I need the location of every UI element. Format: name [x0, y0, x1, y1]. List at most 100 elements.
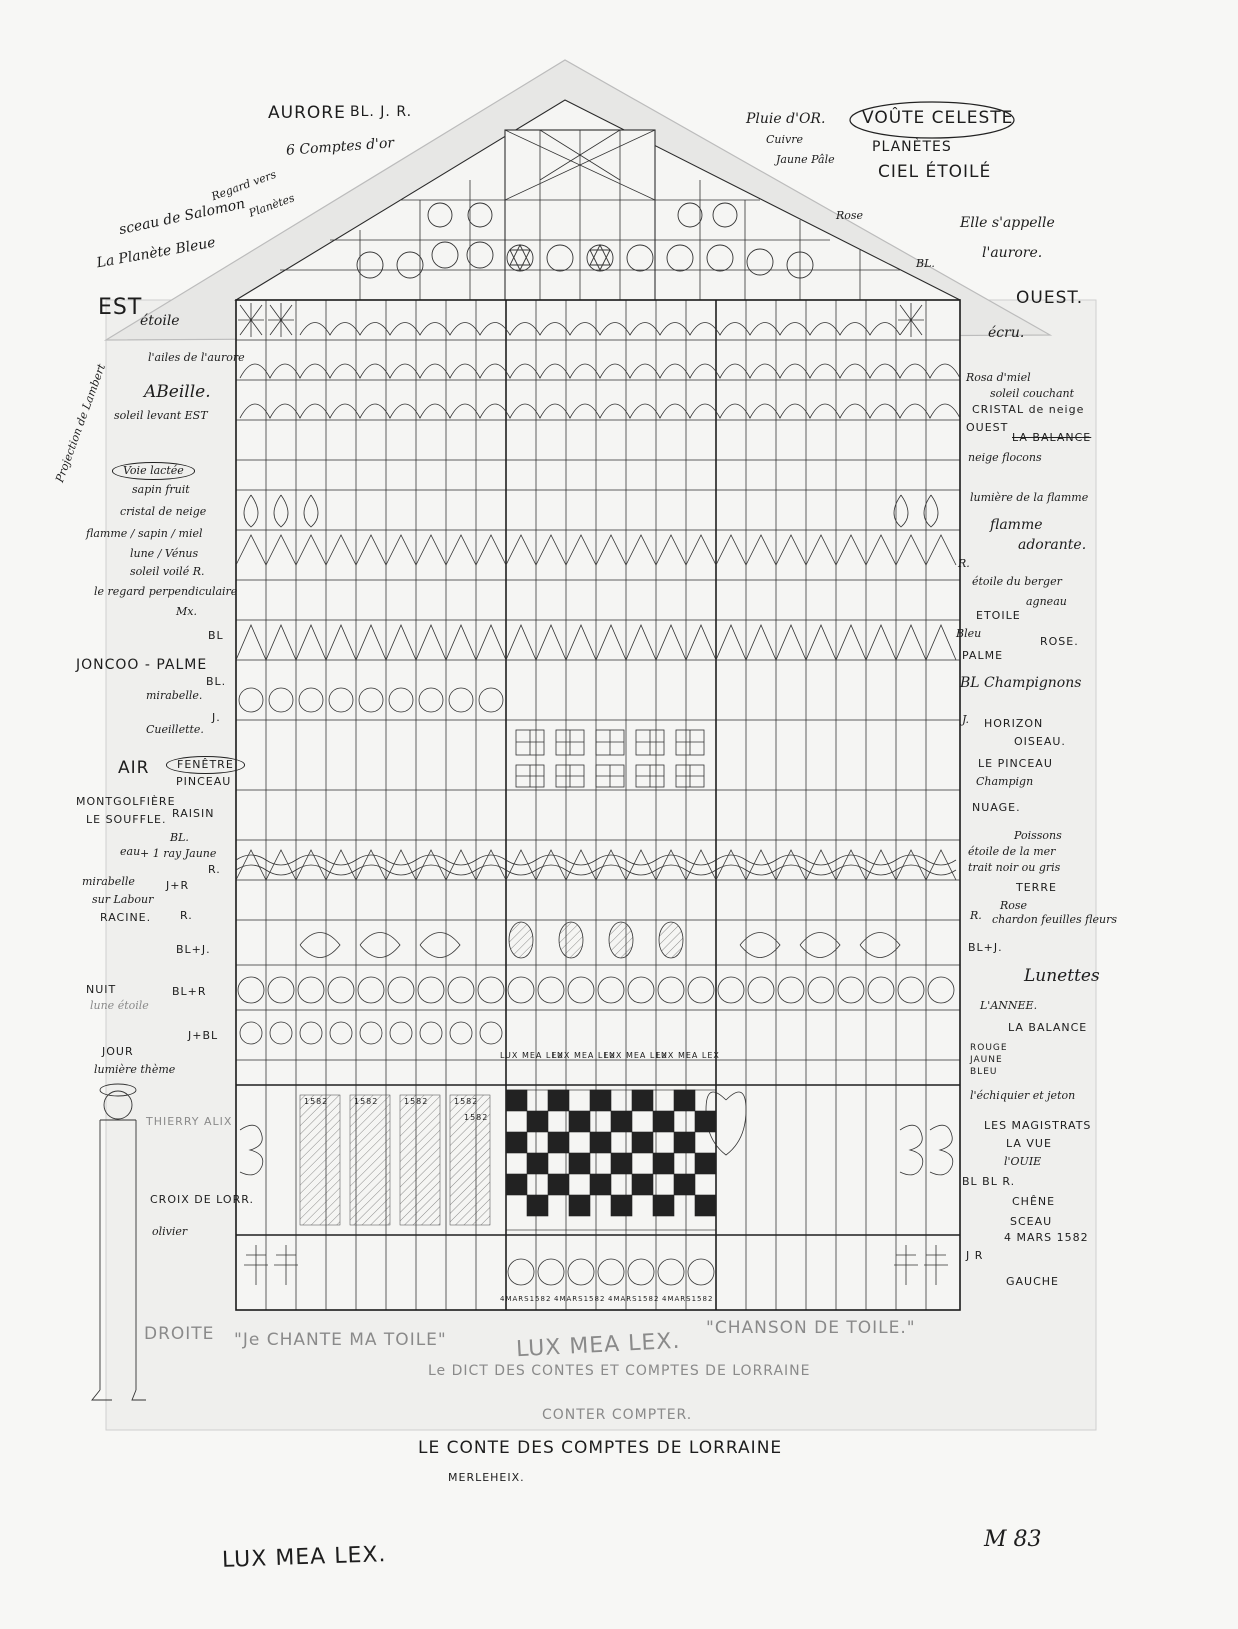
date-label-3: 4MARS1582 — [608, 1295, 660, 1303]
motifs — [235, 303, 961, 1286]
number-label-3: 1582 — [404, 1097, 429, 1106]
left-note-6: cristal de neige — [120, 505, 207, 518]
left-note-38: olivier — [152, 1225, 188, 1238]
label-est: EST — [98, 295, 143, 320]
roof-grid — [280, 129, 900, 300]
right-note-3: OUEST — [966, 421, 1009, 434]
right-note-30: BL+J. — [968, 941, 1003, 954]
caption-merleheix: MERLEHEIX. — [448, 1471, 525, 1484]
right-note-22: NUAGE. — [972, 801, 1021, 814]
left-note-36: THIERRY ALIX — [146, 1115, 233, 1128]
right-note-26: TERRE — [1016, 881, 1057, 894]
left-note-10: le regard perpendiculaire — [94, 585, 238, 598]
right-note-28: chardon feuilles fleurs — [992, 913, 1118, 926]
right-note-4: LA BALANCE — [1012, 431, 1092, 444]
left-note-17: PINCEAU — [176, 775, 232, 788]
right-note-13: Bleu — [956, 627, 982, 640]
number-label-5: 1582 — [464, 1113, 489, 1122]
lux-label-2: LUX MEA LEX — [552, 1051, 616, 1060]
right-note-45: J R — [966, 1249, 984, 1262]
right-note-23: Poissons — [1014, 829, 1062, 842]
caption-je-chante: "Je CHANTE MA TOILE" — [234, 1330, 447, 1350]
left-note-3: Voie lactée — [112, 462, 195, 480]
left-note-14: Cueillette. — [146, 723, 204, 736]
right-note-10: étoile du berger — [972, 575, 1062, 588]
right-note-27: Rose — [1000, 899, 1028, 912]
left-note-24: mirabelle — [82, 875, 135, 888]
number-label-4: 1582 — [454, 1097, 479, 1106]
left-note-9: soleil voilé R. — [130, 565, 205, 578]
date-label-2: 4MARS1582 — [554, 1295, 606, 1303]
left-note-1: ABeille. — [144, 382, 211, 402]
caption-conter: CONTER COMPTER. — [542, 1407, 693, 1423]
left-note-15: AIR — [118, 758, 150, 778]
text-panels — [299, 1094, 491, 1226]
right-note-42: CHÊNE — [1012, 1195, 1056, 1208]
left-note-35: J+BL — [188, 1029, 219, 1042]
left-note-22: BL. — [170, 831, 189, 844]
left-note-26: RACINE. — [100, 911, 152, 924]
right-note-37: l'échiquier et jeton — [970, 1089, 1076, 1102]
right-note-33: LA BALANCE — [1008, 1021, 1088, 1034]
left-note-25: sur Labour — [92, 893, 154, 906]
right-note-20: LE PINCEAU — [978, 757, 1053, 770]
right-note-0: Rosa d'miel — [966, 371, 1031, 384]
label-aurore: AURORE — [268, 103, 346, 123]
right-note-32: L'ANNEE. — [980, 999, 1038, 1012]
left-note-31: lune étoile — [90, 999, 149, 1012]
label-rose-top: Rose — [836, 209, 864, 222]
label-ouest-top: OUEST. — [1016, 288, 1084, 308]
voute-ellipse — [849, 101, 1015, 139]
left-note-37: CROIX DE LORR. — [150, 1193, 254, 1206]
right-note-36: BLEU — [970, 1067, 998, 1077]
left-note-0: l'ailes de l'aurore — [148, 351, 245, 364]
roof-circles — [356, 202, 814, 279]
right-note-25: trait noir ou gris — [968, 861, 1061, 874]
lux-label-1: LUX MEA LEX — [500, 1051, 564, 1060]
left-note-7: flamme / sapin / miel — [86, 527, 203, 540]
date-label-4: 4MARS1582 — [662, 1295, 714, 1303]
right-note-34: ROUGE — [970, 1043, 1008, 1053]
label-voute-celeste: VOÛTE CELESTE — [862, 108, 1014, 128]
left-note-27: J+R — [166, 879, 190, 892]
right-note-15: PALME — [962, 649, 1004, 662]
label-planetes-right: PLANÈTES — [872, 139, 952, 155]
right-note-46: GAUCHE — [1006, 1275, 1060, 1288]
right-note-29: R. — [970, 909, 982, 922]
right-note-21: Champign — [976, 775, 1034, 788]
lux-label-4: LUX MEA LEX — [656, 1051, 720, 1060]
left-note-28: R. — [180, 909, 193, 922]
label-etoile: étoile — [140, 313, 180, 329]
left-note-23: + 1 ray Jaune — [140, 847, 217, 860]
right-note-8: adorante. — [1018, 537, 1087, 553]
right-note-38: LES MAGISTRATS — [984, 1119, 1092, 1132]
left-note-19: LE SOUFFLE. — [86, 813, 167, 826]
left-note-34: lumière thème — [94, 1063, 176, 1076]
facade-body — [234, 99, 961, 1311]
footer-lux-mea-lex: LUX MEA LEX. — [221, 1542, 387, 1573]
right-note-16: BL Champignons — [960, 675, 1082, 691]
number-label-1: 1582 — [304, 1097, 329, 1106]
label-jaune: Jaune Pâle — [776, 153, 835, 166]
label-bl-top: BL. — [916, 257, 935, 270]
right-note-5: neige flocons — [968, 451, 1042, 464]
right-note-43: SCEAU — [1010, 1215, 1053, 1228]
caption-dict: Le DICT DES CONTES ET COMPTES DE LORRAIN… — [428, 1363, 811, 1379]
left-note-13: mirabelle. — [146, 689, 203, 702]
checkerboard — [505, 1089, 717, 1231]
standing-figure — [91, 1083, 146, 1401]
left-note-33: JOUR — [102, 1045, 134, 1058]
artist-initials: M 83 — [984, 1527, 1042, 1552]
label-pluie: Pluie d'OR. — [746, 111, 826, 127]
label-elle: Elle s'appelle — [960, 215, 1055, 231]
left-note-20: RAISIN — [172, 807, 215, 820]
right-note-44: 4 MARS 1582 — [1004, 1231, 1089, 1244]
left-note-32: BL+R — [172, 985, 207, 998]
right-note-1: soleil couchant — [990, 387, 1075, 400]
label-ciel-etoile: CIEL ÉTOILÉ — [878, 162, 992, 182]
left-note-4: sapin fruit — [132, 483, 190, 496]
right-note-6: lumière de la flamme — [970, 491, 1089, 504]
right-note-14: ROSE. — [1040, 635, 1079, 648]
right-note-2: CRISTAL de neige — [972, 403, 1085, 416]
